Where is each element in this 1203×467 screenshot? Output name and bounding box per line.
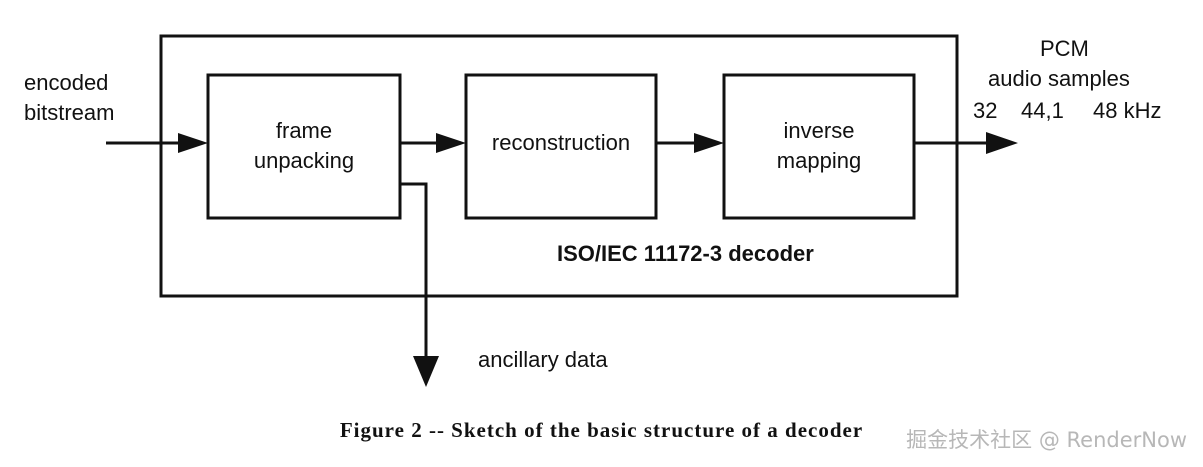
- arrowhead-1: [436, 133, 466, 153]
- decoder-outer-box: [159, 34, 959, 298]
- input-arrowhead: [178, 133, 208, 153]
- frame-unpacking-label-line2: unpacking: [253, 148, 355, 173]
- ancillary-data-label: ancillary data: [478, 347, 608, 372]
- output-arrowhead: [986, 132, 1018, 154]
- ancillary-branch-line: [400, 182, 428, 360]
- watermark-text: 掘金技术社区 @ RenderNow: [906, 428, 1187, 452]
- decoder-label: ISO/IEC 11172-3 decoder: [557, 241, 814, 266]
- reconstruction-block: [464, 73, 658, 220]
- output-rate-48khz: 48 kHz: [1093, 98, 1162, 123]
- output-label-pcm: PCM: [1040, 36, 1089, 61]
- inverse-mapping-label-line2: mapping: [776, 148, 862, 173]
- output-rate-44-1: 44,1: [1021, 98, 1064, 123]
- frame-unpacking-block: [206, 73, 402, 220]
- reconstruction-label: reconstruction: [491, 130, 631, 155]
- ancillary-arrowhead: [413, 356, 439, 387]
- frame-unpacking-label-line1: frame: [275, 118, 333, 143]
- arrowhead-2: [694, 133, 724, 153]
- figure-caption: Figure 2 -- Sketch of the basic structur…: [339, 418, 864, 442]
- inverse-mapping-block: [722, 73, 916, 220]
- output-rate-32: 32: [973, 98, 998, 123]
- output-label-audio-samples: audio samples: [988, 66, 1130, 91]
- input-label-line2: bitstream: [24, 100, 115, 125]
- inverse-mapping-label-line1: inverse: [783, 118, 855, 143]
- input-label-line1: encoded: [24, 70, 109, 95]
